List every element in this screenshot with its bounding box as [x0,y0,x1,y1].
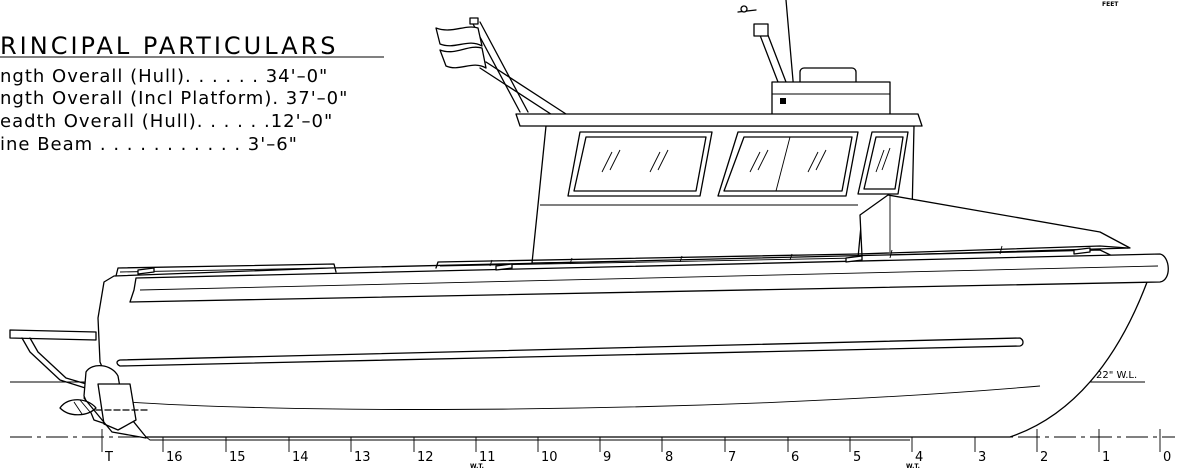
aft-rail [115,263,337,277]
station-label: 16 [166,450,183,465]
station-label: 14 [292,450,309,465]
aft-rail-inner [119,267,331,273]
upper-flag [435,26,483,47]
cabin-roof [515,113,923,127]
station-label: 1 [1102,450,1110,465]
particular-length-platform: ngth Overall (Incl Platform). 37'–0" [0,88,348,109]
mast-light [780,98,786,104]
station-label: 5 [853,450,861,465]
cabin-windows [567,131,909,197]
platform-bracket [21,337,99,393]
radar-platform [771,81,891,117]
rub-rail-line [139,265,1159,291]
window-fwd-frame [863,136,904,190]
waterline-curve [101,385,1041,410]
chine-strake [116,337,1024,367]
station-wt-label: W.T. [470,463,484,470]
hull [97,249,1169,441]
cleat-fwd [845,255,863,263]
side-rail [435,245,1129,269]
particular-length-hull: ngth Overall (Hull). . . . . . 34'–0" [0,66,328,87]
station-label: 7 [728,450,736,465]
mast-brace-inner [485,61,567,115]
waterline-label: 22" W.L. [1096,370,1137,381]
cleat-bow [1073,247,1091,255]
masthead-light [740,5,748,13]
station-label: 4 [915,450,923,465]
skeg [83,397,147,439]
stern-gear [9,329,149,439]
station-label: 3 [978,450,986,465]
flag-pole-inner [479,21,529,113]
whip-antenna [785,0,795,93]
station-label: 2 [1040,450,1048,465]
propeller-blades [73,399,91,415]
antenna-mast [737,0,891,117]
station-label: 6 [791,450,799,465]
station-label: 0 [1163,450,1171,465]
cleat-aft [137,267,155,275]
foredeck-console [859,194,1131,257]
platform-bracket-inner [29,337,101,389]
scale-label: FEET [1102,1,1119,8]
deck-rails [115,245,1129,277]
station-label: 11 [479,450,496,465]
glass-reflections [601,147,891,173]
window-mid-frame [723,136,853,192]
swim-platform [9,329,97,341]
station-label: 9 [603,450,611,465]
station-label: 10 [541,450,558,465]
station-label: 12 [417,450,434,465]
station-wt-label: W.T. [906,463,920,470]
station-label: 15 [229,450,246,465]
window-aft-frame [573,136,707,192]
particulars-title: RINCIPAL PARTICULARS [0,32,339,60]
principal-particulars: RINCIPAL PARTICULARS ngth Overall (Hull)… [0,32,384,155]
mast-brace [479,67,561,121]
cleat-mid [495,263,513,271]
station-label: T [104,450,113,465]
flag-mast [435,17,567,121]
rail-stanchions [489,245,1003,267]
mast-box [753,23,769,37]
station-label: 8 [665,450,673,465]
flag-cap [469,17,479,25]
keel-line [145,436,910,441]
particular-breadth: eadth Overall (Hull). . . . . .12'–0" [0,111,333,132]
particular-beam: ine Beam . . . . . . . . . . . 3'–6" [0,134,298,155]
station-label: 13 [354,450,371,465]
window-mullion [775,136,791,192]
lower-flag [439,46,487,69]
outboard-lower-unit [97,383,137,431]
